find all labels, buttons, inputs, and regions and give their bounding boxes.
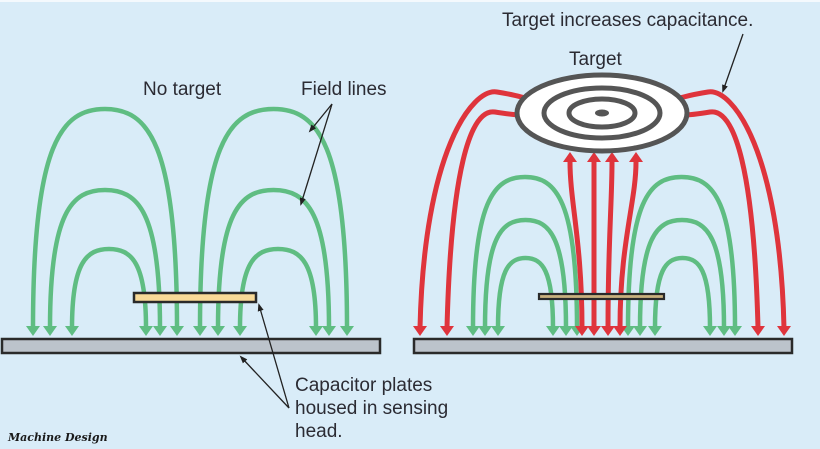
field-line-red-direct-3-arrow-down [601, 326, 615, 336]
field-line-red-outer-left-arrow [413, 326, 427, 336]
capacitance-pointer [722, 33, 744, 93]
field-line-red-outer-right-arrow [777, 326, 791, 336]
field-line-green-right-1 [470, 174, 580, 329]
field-line-red-direct-4-arrow-up [629, 152, 643, 162]
field-line-green-right-1-arrow-left [466, 326, 480, 336]
base-capacitor-plate-right [412, 337, 794, 355]
field-line-red-direct-1 [567, 161, 585, 329]
no-target-label: No target [143, 79, 222, 100]
field-line-red-direct-2-arrow-down [587, 326, 601, 336]
field-line-green-3 [69, 246, 149, 329]
field-line-green-6-arrow-right [309, 326, 323, 336]
field-line-green-right-6-arrow-left [648, 326, 662, 336]
field-line-green-2-arrow-right [153, 326, 167, 336]
field-line-green-right-3-arrow-left [491, 326, 505, 336]
field-line-red-direct-2-arrow-up [587, 152, 601, 162]
field-line-green-6 [237, 246, 319, 329]
plates-pointer-base [239, 355, 290, 409]
field-line-green-right-3 [495, 255, 556, 329]
field-line-red-inner-left-arrow [440, 326, 454, 336]
field-line-green-1 [30, 106, 180, 329]
field-line-green-right-2-arrow-right [559, 326, 573, 336]
field-line-green-4-arrow-right [340, 326, 354, 336]
sensor-plate-right [537, 292, 666, 301]
field-line-red-direct-3 [605, 161, 615, 329]
field-line-red-direct-3-arrow-up [605, 152, 619, 162]
field-line-red-direct-1-arrow-up [563, 152, 577, 162]
field-line-green-2-arrow-left [43, 326, 57, 336]
field-line-green-right-3-arrow-right [546, 326, 560, 336]
field-line-green-3-arrow-left [65, 326, 79, 336]
field-line-red-outer-right [677, 89, 787, 329]
field-line-green-right-5 [637, 217, 727, 329]
target-increases-label: Target increases capacitance. [502, 10, 754, 31]
field-line-green-1-arrow-right [170, 326, 184, 336]
field-line-green-4 [197, 106, 350, 329]
field-line-green-right-4 [625, 174, 738, 329]
field-line-green-right-5-arrow-right [717, 326, 731, 336]
field-line-green-6-arrow-left [233, 326, 247, 336]
field-line-red-direct-4-arrow-down [613, 326, 627, 336]
plates-pointer-sensor [257, 303, 290, 409]
field-line-green-4-arrow-left [193, 326, 207, 336]
target-label: Target [569, 49, 622, 70]
field-line-green-right-2 [482, 217, 569, 329]
field-lines-pointer-inner [299, 103, 333, 206]
left-panel [0, 106, 382, 355]
field-line-green-3-arrow-right [139, 326, 153, 336]
target-inner-ring [566, 96, 638, 130]
field-lines-pointer-outer [308, 103, 333, 133]
field-lines-label: Field lines [301, 79, 387, 100]
right-panel [412, 72, 794, 355]
field-line-green-right-4-arrow-right [728, 326, 742, 336]
sensor-plate-left [132, 291, 258, 304]
capacitor-plates-label: Capacitor plates housed in sensing head. [295, 375, 449, 442]
field-line-green-right-6-arrow-right [703, 326, 717, 336]
field-line-green-right-6 [652, 255, 713, 329]
field-line-green-right-5-arrow-left [633, 326, 647, 336]
field-line-green-1-arrow-left [26, 326, 40, 336]
field-line-green-right-2-arrow-left [478, 326, 492, 336]
field-line-red-inner-right-arrow [751, 326, 765, 336]
field-line-green-2 [47, 187, 163, 329]
base-capacitor-plate-left [0, 337, 382, 355]
credit-label: Machine Design [8, 431, 108, 444]
target-middle-ring [541, 85, 663, 141]
field-line-green-5-arrow-left [211, 326, 225, 336]
pointer-lines [239, 33, 744, 409]
target-center-dot [595, 109, 609, 117]
field-line-red-direct-1-arrow-down [575, 326, 589, 336]
field-line-green-5 [215, 187, 332, 329]
field-line-green-5-arrow-right [322, 326, 336, 336]
field-line-red-outer-left [417, 89, 528, 329]
